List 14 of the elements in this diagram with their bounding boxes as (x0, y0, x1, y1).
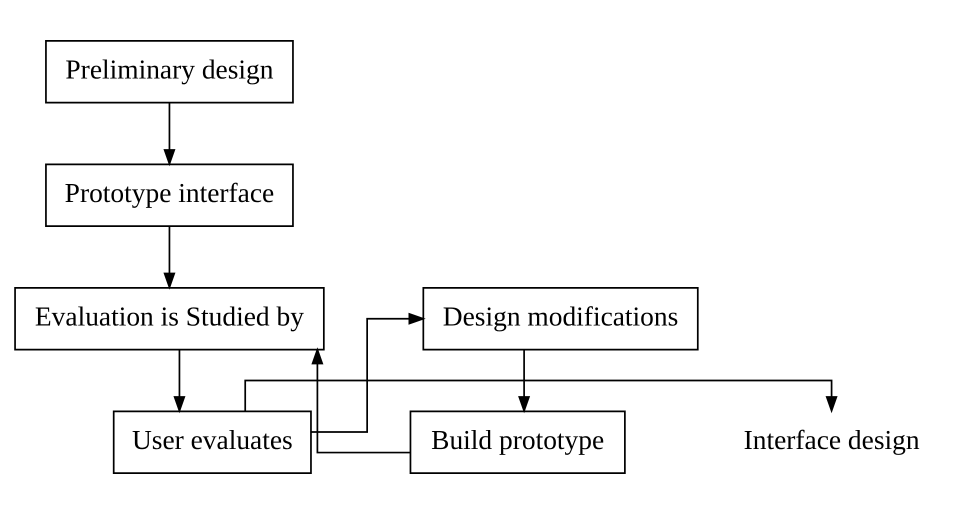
node-text: Interface design (744, 424, 920, 454)
arrow (163, 226, 176, 290)
node-box: Prototype interface (45, 163, 294, 226)
node-box: Design modifications (422, 286, 699, 350)
node-box: User evaluates (112, 410, 312, 474)
arrow (173, 349, 186, 413)
arrow (244, 379, 838, 413)
arrow (311, 312, 426, 432)
arrow (311, 346, 410, 453)
node-box: Preliminary design (45, 40, 294, 103)
arrow (518, 349, 530, 413)
node-box: Evaluation is Studied by (14, 286, 325, 350)
arrow (163, 102, 176, 166)
node-box: Build prototype (410, 410, 626, 474)
